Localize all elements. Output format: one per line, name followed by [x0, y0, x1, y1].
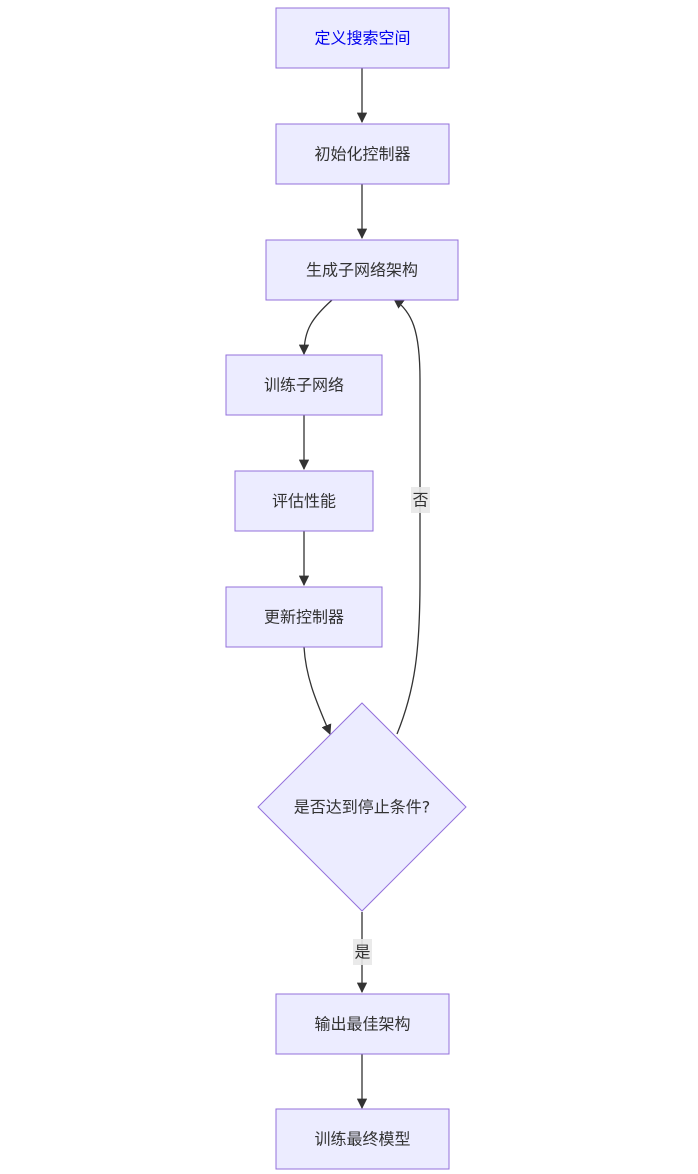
node-init-controller: 初始化控制器: [275, 123, 450, 185]
node-train-final-model-label: 训练最终模型: [314, 1130, 410, 1149]
node-stop-condition-label: 是否达到停止条件?: [294, 798, 431, 817]
node-define-search-space: 定义搜索空间: [275, 7, 450, 69]
node-update-controller-label: 更新控制器: [264, 608, 344, 627]
edge-check-to-gen-no: [393, 298, 421, 735]
node-generate-architecture-label: 生成子网络架构: [306, 261, 418, 280]
node-output-best-architecture: 输出最佳架构: [275, 993, 450, 1055]
node-evaluate-performance: 评估性能: [234, 470, 374, 532]
node-train-subnet-label: 训练子网络: [264, 376, 344, 395]
node-stop-condition: 是否达到停止条件?: [257, 702, 467, 912]
node-output-best-architecture-label: 输出最佳架构: [314, 1015, 410, 1034]
node-train-final-model: 训练最终模型: [275, 1108, 450, 1170]
edge-update-to-check: [303, 646, 332, 735]
edge-gen-to-train: [298, 299, 333, 356]
edge-label-no-text: 否: [412, 491, 428, 510]
node-train-subnet: 训练子网络: [225, 354, 383, 416]
node-define-search-space-label: 定义搜索空间: [314, 29, 410, 48]
edge-label-no: 否: [411, 487, 430, 513]
edge-label-yes-text: 是: [354, 943, 370, 962]
edge-label-yes: 是: [353, 939, 372, 965]
node-evaluate-performance-label: 评估性能: [272, 492, 336, 511]
edges: [298, 68, 421, 1110]
node-update-controller: 更新控制器: [225, 586, 383, 648]
node-init-controller-label: 初始化控制器: [314, 145, 410, 164]
node-generate-architecture: 生成子网络架构: [265, 239, 459, 301]
